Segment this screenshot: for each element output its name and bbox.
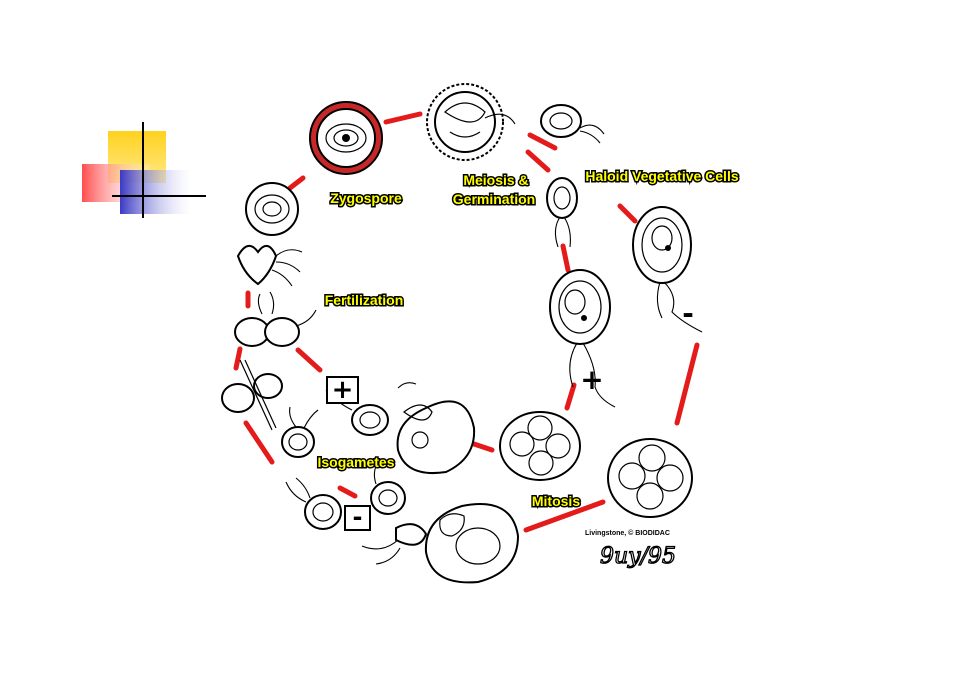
arrow-zygote-to-zygospore bbox=[287, 175, 306, 191]
fusing-gametes-dumbbell bbox=[234, 291, 317, 347]
mitosis-cell-right bbox=[607, 438, 693, 518]
label-meiosis-line1: Meiosis & bbox=[463, 172, 528, 188]
arrow-zygospore-to-meiosis bbox=[383, 111, 423, 125]
cycle-arrows bbox=[233, 111, 700, 533]
arrow-to-minus-cell bbox=[617, 203, 638, 224]
mitosis-cell-left bbox=[499, 411, 581, 481]
minus-sign: - bbox=[682, 297, 694, 330]
arrow-plus-gamete bbox=[295, 347, 323, 373]
label-isogametes: Isogametes bbox=[317, 454, 394, 470]
minus-gamete-group bbox=[285, 461, 520, 584]
arrow-isogametes-to-fusion bbox=[243, 420, 275, 465]
arrow-mitosis-left bbox=[471, 441, 495, 453]
minus-boxed-label: - bbox=[353, 503, 363, 531]
plus-sign: + bbox=[580, 363, 603, 396]
deco-blue-square bbox=[120, 170, 192, 214]
arrow-fusion-2 bbox=[233, 346, 243, 371]
arrow-mitosis-to-isogamete bbox=[523, 499, 606, 533]
arrow-to-plus-cell bbox=[560, 243, 571, 273]
label-haploid-vegetative-cells: Haloid Vegetative Cells bbox=[585, 168, 738, 184]
plus-boxed-label: + bbox=[332, 375, 354, 405]
haploid-cell-minus bbox=[632, 206, 703, 333]
plus-gamete-group bbox=[281, 382, 476, 474]
plus-sign-boxed: + bbox=[326, 375, 359, 405]
label-fertilization: Fertilization bbox=[325, 292, 404, 308]
label-zygospore: Zygospore bbox=[330, 190, 402, 206]
label-meiosis-line2: Germination bbox=[453, 191, 535, 207]
zygospore-cell bbox=[309, 101, 383, 175]
credit-text: Livingstone, © BIODIDAC bbox=[585, 529, 670, 537]
arrow-meiosis-to-haploid-1 bbox=[527, 132, 558, 151]
arrow-minus-gamete bbox=[337, 485, 358, 499]
slide-decoration bbox=[82, 122, 206, 218]
arrow-minus-to-mitosis bbox=[674, 342, 700, 426]
haploid-cell-mid bbox=[546, 177, 578, 248]
arrow-plus-to-mitosis bbox=[564, 382, 577, 411]
haploid-cell-small bbox=[540, 104, 605, 144]
arrow-meiosis-to-haploid-2 bbox=[525, 149, 551, 173]
pairing-gametes bbox=[221, 359, 283, 431]
haploid-cell-plus bbox=[549, 269, 616, 408]
label-mitosis: Mitosis bbox=[532, 493, 580, 509]
minus-sign-boxed: - bbox=[344, 503, 371, 531]
artist-signature: 9uy/95 bbox=[600, 544, 676, 569]
germinating-zygote bbox=[426, 83, 516, 161]
zygote-cell bbox=[245, 182, 299, 236]
fusing-gametes-heart bbox=[236, 245, 303, 287]
